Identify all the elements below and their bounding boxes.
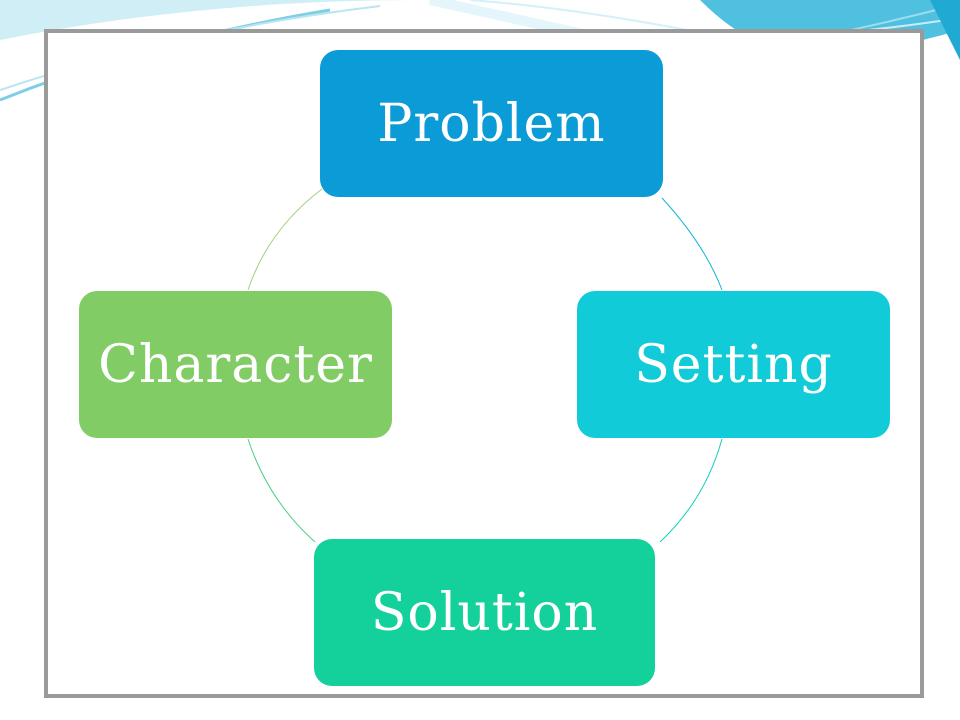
node-setting-label: Setting bbox=[634, 334, 833, 395]
node-solution: Solution bbox=[314, 539, 655, 686]
node-character-label: Character bbox=[98, 334, 373, 395]
node-problem-label: Problem bbox=[377, 93, 606, 154]
node-character: Character bbox=[79, 291, 392, 438]
node-problem: Problem bbox=[320, 50, 663, 197]
node-solution-label: Solution bbox=[370, 582, 599, 643]
connector-setting-solution bbox=[659, 438, 723, 543]
connector-character-problem bbox=[247, 188, 323, 291]
connector-problem-setting bbox=[661, 197, 723, 291]
node-setting: Setting bbox=[577, 291, 890, 438]
connector-solution-character bbox=[247, 438, 316, 543]
